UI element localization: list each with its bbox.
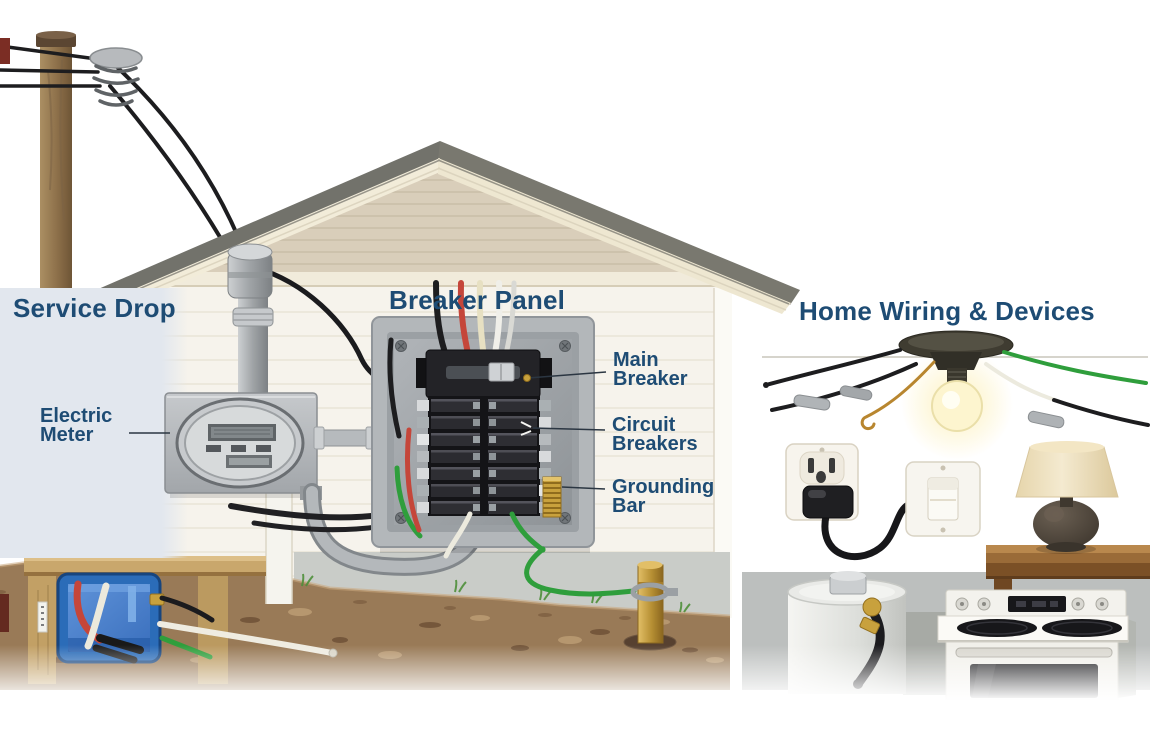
breaker-panel bbox=[371, 280, 595, 559]
wall-outlet bbox=[785, 443, 912, 560]
roof-shingles-left bbox=[96, 141, 440, 303]
wire-connector bbox=[1027, 410, 1065, 429]
wall-post-trim bbox=[265, 472, 293, 604]
circuit-breakers-label: Circuit Breakers bbox=[612, 414, 698, 455]
grounding-bar-label: Grounding Bar bbox=[612, 476, 715, 517]
gable-siding bbox=[170, 162, 714, 276]
table-lamp bbox=[1015, 441, 1119, 554]
electric-meter-label-line2: Meter bbox=[40, 424, 94, 446]
grounding-bar-label-line1: Grounding bbox=[612, 476, 715, 498]
grounding-bar bbox=[542, 476, 562, 518]
cable-sticker bbox=[37, 601, 48, 633]
black-cable-out bbox=[159, 595, 215, 623]
wire-connector bbox=[793, 394, 831, 411]
electric-meter-label-line1: Electric bbox=[40, 405, 113, 427]
main-breaker-label: Main Breaker bbox=[613, 349, 688, 390]
edge-slivers bbox=[0, 38, 10, 632]
electric-meter bbox=[164, 392, 322, 500]
panel-screws bbox=[395, 340, 571, 524]
service-drop-panel-bg bbox=[0, 288, 188, 558]
insulator bbox=[89, 47, 143, 107]
leader-lines bbox=[129, 371, 607, 490]
light-switch bbox=[905, 461, 981, 537]
main-breaker-leader bbox=[527, 371, 607, 379]
gable-trim bbox=[150, 272, 734, 286]
circuit-breakers-label-line2: Breakers bbox=[612, 433, 698, 455]
ceiling-light bbox=[898, 330, 1014, 460]
grounding-bar-label-line2: Bar bbox=[612, 495, 646, 517]
ground-wire bbox=[524, 546, 637, 597]
main-breaker-label-line1: Main bbox=[613, 349, 659, 371]
main-breaker-label-line2: Breaker bbox=[613, 368, 688, 390]
grounding-bar-leader bbox=[561, 486, 606, 490]
breaker-panel-title: Breaker Panel bbox=[389, 285, 566, 315]
electric-meter-label: Electric Meter bbox=[40, 405, 113, 446]
circuit-breakers-leader bbox=[532, 427, 606, 431]
corner-trim bbox=[714, 288, 732, 618]
circuit-breakers-label-line1: Circuit bbox=[612, 414, 676, 436]
panel-branch-wires bbox=[394, 427, 546, 559]
roof-shingles-right bbox=[438, 141, 800, 305]
bottom-margin bbox=[0, 700, 1150, 750]
weatherhead bbox=[227, 243, 274, 398]
circuit-breakers bbox=[417, 396, 551, 516]
lamp-shade bbox=[1015, 446, 1119, 498]
home-wiring-title: Home Wiring & Devices bbox=[799, 296, 1095, 326]
service-drop-title: Service Drop bbox=[13, 293, 176, 323]
plug-cord bbox=[821, 501, 912, 560]
main-breaker bbox=[416, 349, 552, 399]
wire-connector bbox=[839, 385, 873, 401]
service-conduit bbox=[238, 290, 268, 398]
